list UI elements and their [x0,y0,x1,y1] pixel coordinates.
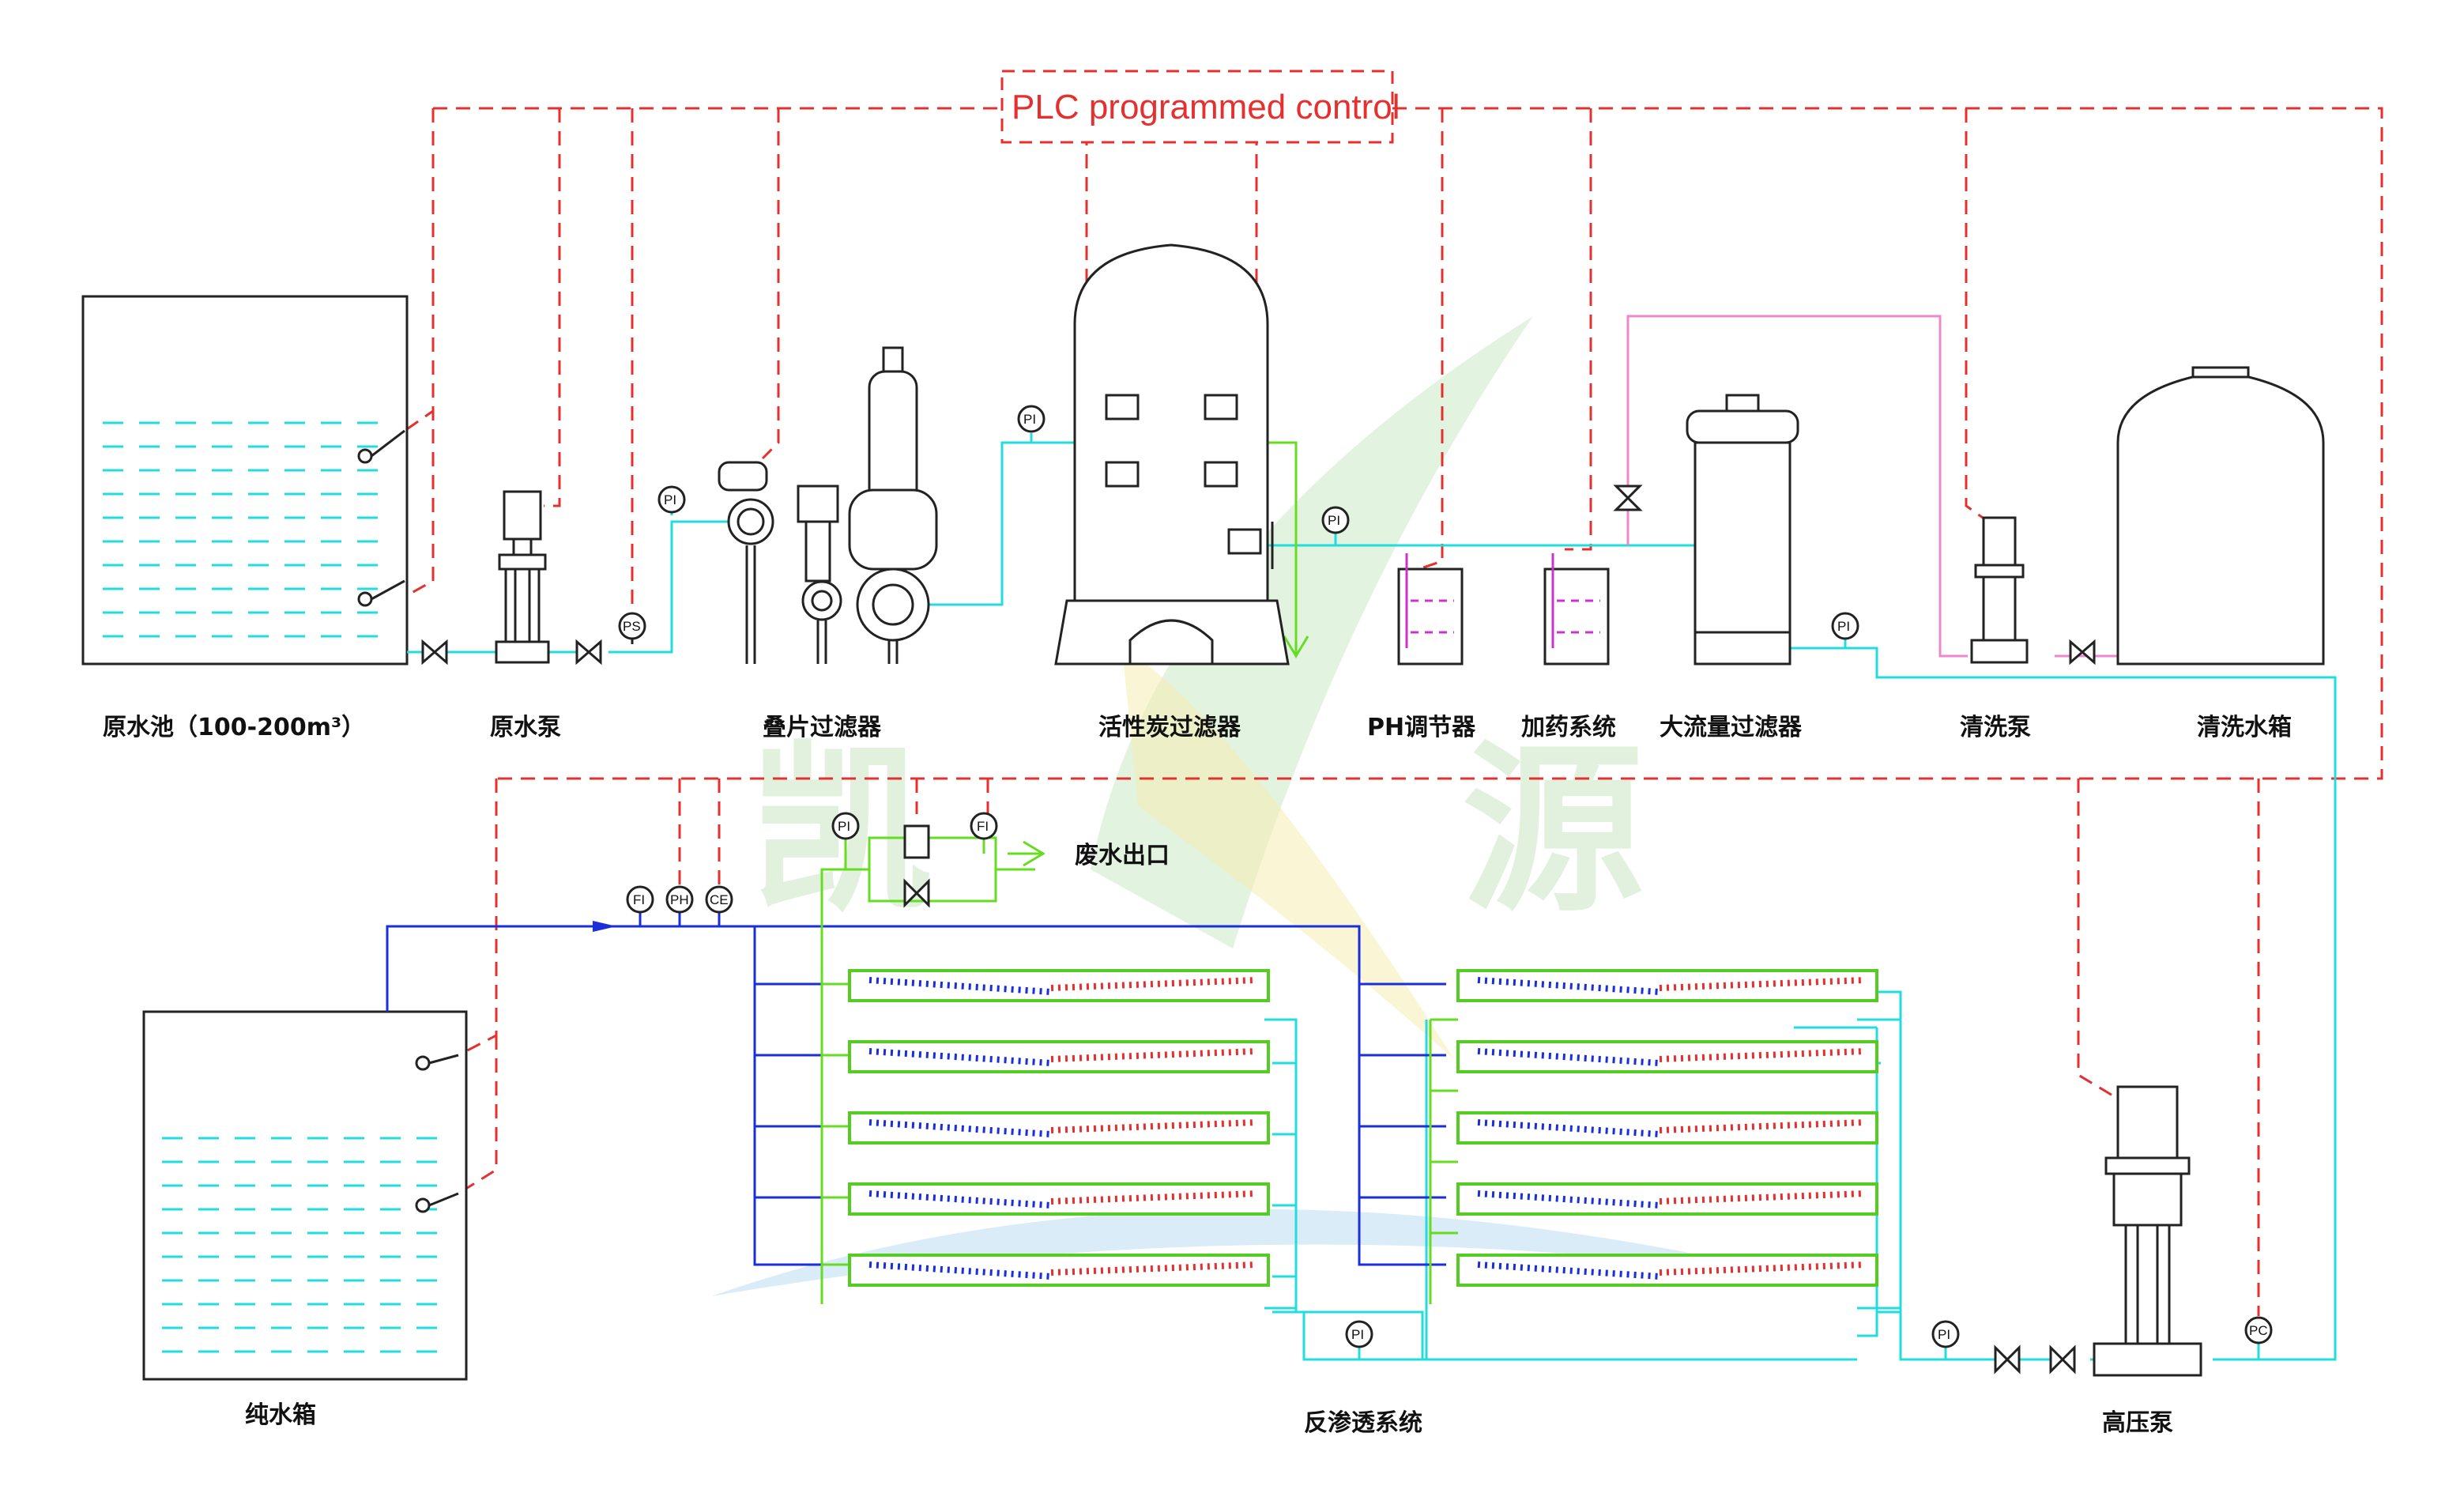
plc-label: PLC programmed control [1012,88,1400,126]
pi-gauge-waste: PI [831,812,860,869]
raw-water-tank [81,295,409,666]
ro-membranes-right [1456,969,1878,1287]
high-flow-filter [1686,394,1799,666]
label-dosing-system: 加药系统 [1521,714,1616,741]
svg-text:PI: PI [1023,412,1036,427]
label-cleaning-pump: 清洗泵 [1960,714,2031,741]
pi-gauge-hp-inlet: PI [1931,1320,1960,1359]
watermark-char-right: 源 [1462,726,1644,937]
fi-gauge-product: FI [626,885,654,926]
carbon-filter [1054,243,1290,666]
ph-regulator [1397,553,1464,666]
label-hp-pump: 高压泵 [2102,1409,2173,1437]
raw-water-pump [495,490,550,664]
equipment-labels: 原水池（100-200m³） 原水泵 叠片过滤器 活性炭过滤器 PH调节器 加药… [103,714,2292,1437]
disc-filter [718,346,938,664]
svg-text:FI: FI [633,892,645,907]
svg-text:PH: PH [670,892,689,907]
svg-text:PI: PI [664,492,676,507]
svg-text:PI: PI [1328,513,1340,528]
label-ro-system: 反渗透系统 [1304,1409,1422,1437]
label-raw-pump: 原水泵 [490,714,561,741]
svg-text:PI: PI [1837,619,1850,634]
ce-gauge-product: CE [705,885,733,926]
svg-text:PI: PI [838,819,850,834]
fi-gauge-waste: FI [970,812,998,854]
label-ph-regulator: PH调节器 [1367,714,1476,741]
plc-box: PLC programmed control [1000,70,1400,144]
svg-text:FI: FI [977,819,989,834]
svg-text:PI: PI [1938,1327,1950,1342]
pi-gauge-disc-inlet: PI [657,485,686,515]
label-carbon-filter: 活性炭过滤器 [1098,714,1241,741]
svg-text:PS: PS [623,619,641,634]
valves [421,485,2096,1374]
ps-gauge: PS [618,612,646,644]
pure-water-tank [142,1010,468,1381]
svg-text:PI: PI [1351,1327,1364,1342]
cleaning-tank [2116,366,2325,666]
pc-gauge-hp-outlet: PC [2244,1316,2273,1359]
svg-text:PC: PC [2249,1323,2268,1338]
instrument-gauges: PI PS PI PI PI FI PH [618,405,2273,1359]
ph-gauge-product: PH [665,885,694,926]
dosing-system [1543,553,1610,666]
label-cleaning-tank: 清洗水箱 [2197,714,2292,741]
pi-gauge-high-flow: PI [1831,612,1859,648]
svg-text:CE: CE [710,892,729,907]
pi-gauge-carbon-outlet: PI [1321,506,1350,545]
label-high-flow-filter: 大流量过滤器 [1660,714,1803,741]
pi-gauge-ro-concentrate: PI [1345,1320,1373,1359]
water-pipes [407,245,2337,1361]
cleaning-pump [1970,516,2029,664]
plc-control-lines [404,107,2383,1316]
pi-gauge-carbon-inlet: PI [1017,405,1046,443]
ro-membranes-left [848,969,1270,1287]
label-pure-tank: 纯水箱 [245,1401,316,1429]
high-pressure-pump [2093,1085,2202,1377]
label-waste-outlet: 废水出口 [1075,842,1170,869]
label-raw-tank: 原水池（100-200m³） [103,714,365,741]
label-disc-filter: 叠片过滤器 [763,714,882,741]
